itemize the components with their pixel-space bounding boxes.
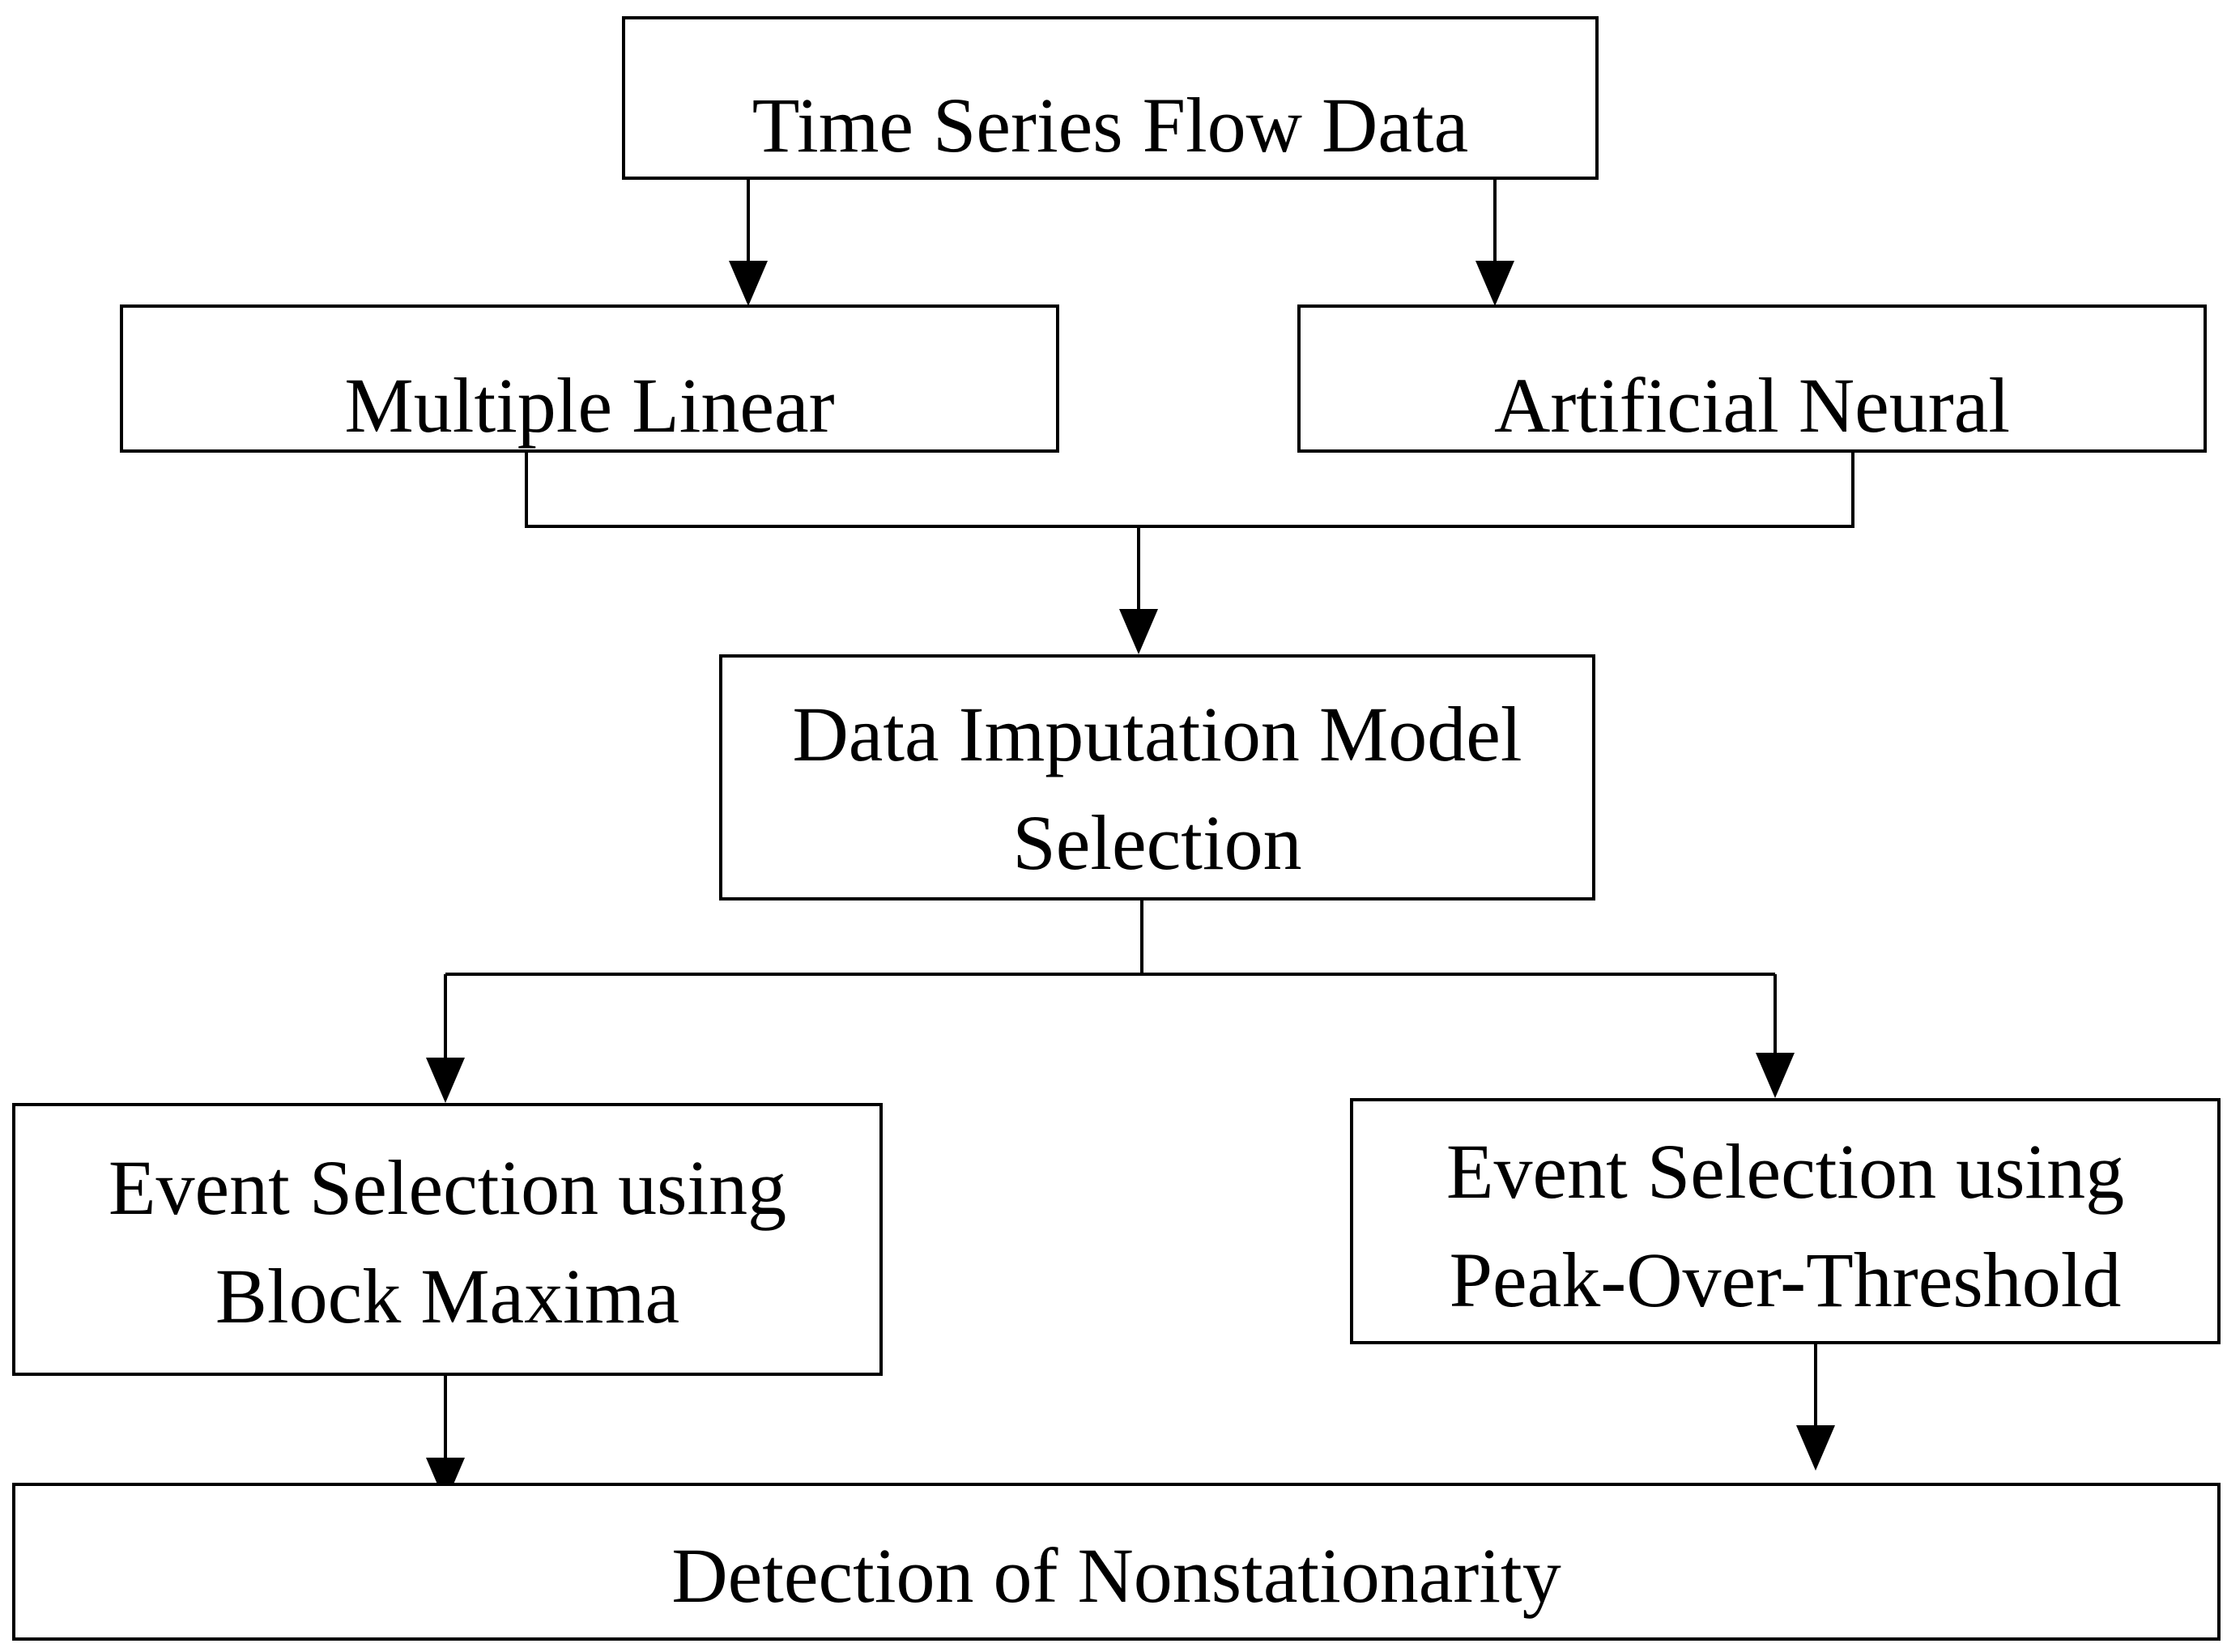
node-label-line: Time Series Flow Data [752,82,1469,168]
node-event-selection-peak-over-threshold: Event Selection using Peak-Over-Threshol… [1350,1098,2221,1344]
arrowhead-nonstationarity-left [426,1458,465,1503]
node-time-series-flow-data: Time Series Flow Data [622,16,1599,180]
node-data-imputation-model-selection: Data Imputation Model Selection [719,654,1595,901]
node-label-line: Selection [1012,799,1302,886]
arrowhead-block-maxima [426,1058,465,1103]
node-label-line: Event Selection using [108,1144,787,1231]
node-label-line: Block Maxima [215,1253,680,1339]
edge-merge-to-imputation [525,451,1854,528]
arrowhead-imputation [1119,609,1158,654]
node-label-line: Multiple Linear [344,362,835,449]
arrowhead-nonstationarity-right [1796,1425,1835,1471]
node-label-line: Event Selection using [1446,1128,2125,1215]
node-detection-of-nonstationarity: Detection of Nonstationarity [12,1483,2221,1641]
node-label-line: Detection of Nonstationarity [671,1532,1561,1619]
arrowhead-pot [1756,1053,1795,1098]
node-label-line: Peak-Over-Threshold [1449,1237,2122,1323]
arrowhead-ann [1475,261,1514,306]
node-artificial-neural: Artificial Neural [1297,304,2207,453]
node-label-line: Data Imputation Model [792,691,1522,777]
node-label-line: Artificial Neural [1493,362,2011,449]
arrowhead-mlr [729,261,768,306]
node-multiple-linear: Multiple Linear [120,304,1059,453]
node-event-selection-block-maxima: Event Selection using Block Maxima [12,1103,883,1376]
